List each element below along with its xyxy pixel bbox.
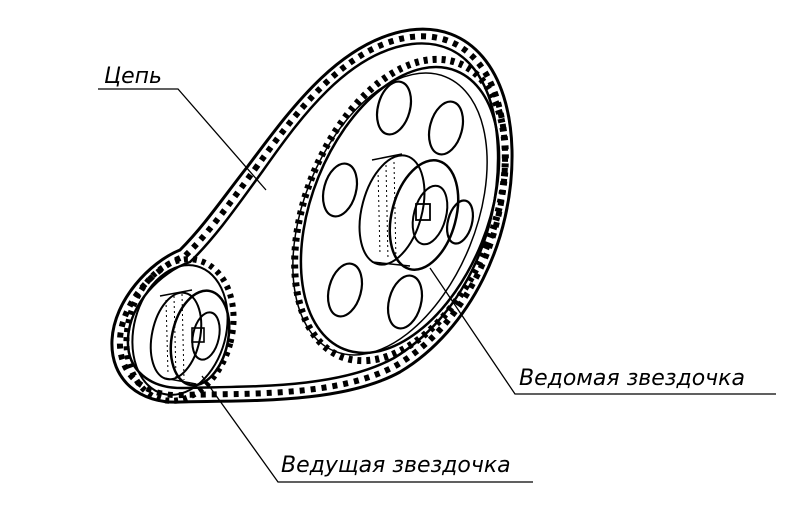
driven-sprocket-hub xyxy=(358,153,460,271)
drive-hub-keyway xyxy=(191,327,205,343)
chain-links xyxy=(116,33,509,399)
driven-sprocket-leader-line xyxy=(429,267,776,395)
drive-sprocket-teeth xyxy=(123,256,237,404)
driven-sprocket-rim xyxy=(299,65,501,355)
drive-hub-back xyxy=(149,291,203,381)
driven-hub-bore xyxy=(411,184,449,246)
hole-right xyxy=(445,199,475,245)
driven-sprocket-back-rim xyxy=(292,72,488,356)
hole-top xyxy=(375,80,413,136)
drive-sprocket-label: Ведущая звездочка xyxy=(281,453,511,478)
driven-hub-front xyxy=(388,159,460,271)
chain-outer-edge xyxy=(110,27,514,404)
hole-bottom xyxy=(386,274,424,330)
driven-hub-keyway xyxy=(415,203,431,221)
chain-label: Цепь xyxy=(104,64,162,89)
callout-chain: Цепь xyxy=(98,64,267,191)
drive-sprocket-hub xyxy=(149,289,231,387)
driven-sprocket-label: Ведомая звездочка xyxy=(519,366,745,391)
drive-sprocket xyxy=(123,256,237,404)
chain-leader-line xyxy=(98,88,267,191)
callout-driven-sprocket: Ведомая звездочка xyxy=(429,267,776,395)
driven-sprocket-holes xyxy=(321,80,475,330)
driven-sprocket xyxy=(291,55,509,365)
chain-inner-edge xyxy=(126,42,500,390)
drive-sprocket-leader-line xyxy=(201,375,533,483)
driven-sprocket-teeth xyxy=(291,55,509,365)
drive-sprocket-rim xyxy=(131,264,229,396)
drive-hub-bore xyxy=(191,311,221,361)
driven-hub-back xyxy=(358,154,426,266)
callout-drive-sprocket: Ведущая звездочка xyxy=(201,375,533,483)
hole-top-right xyxy=(427,100,465,156)
drive-hub-front xyxy=(169,289,231,387)
chain xyxy=(110,27,514,404)
hole-left xyxy=(321,162,359,218)
hole-bottom-left xyxy=(326,262,364,318)
